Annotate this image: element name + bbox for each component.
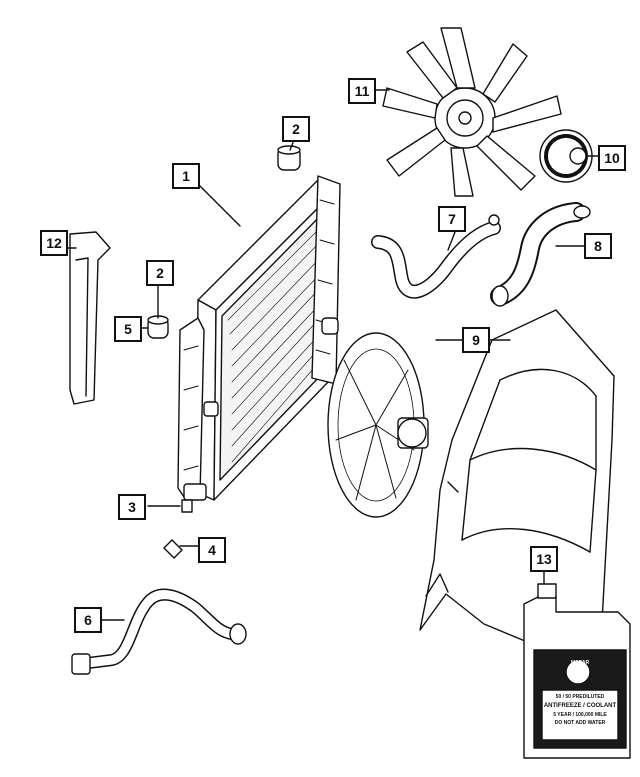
callout-5: 5: [114, 316, 142, 342]
callout-6: 6: [74, 607, 102, 633]
insulator-upper: [277, 139, 301, 171]
fan-drive: [539, 129, 601, 183]
callout-4: 4: [198, 537, 226, 563]
callout-2-lower: 2: [146, 260, 174, 286]
sensor: [163, 539, 199, 559]
insulator-lower: [141, 283, 169, 339]
jug-line-1: 50 / 50 PREDILUTED: [556, 694, 605, 700]
upper-hose: [371, 214, 501, 299]
callout-1: 1: [172, 163, 200, 189]
drain-cock: [147, 499, 193, 513]
callout-12: 12: [40, 230, 68, 256]
air-seal: [67, 231, 111, 405]
callout-10: 10: [598, 145, 626, 171]
fan-blade: [374, 27, 562, 197]
fan-shroud: [419, 309, 615, 659]
callout-9: 9: [462, 327, 490, 353]
callout-3: 3: [118, 494, 146, 520]
jug-line-3: 5 YEAR / 100,000 MILE: [553, 712, 607, 718]
radiator-hose: [490, 202, 591, 307]
callout-8: 8: [584, 233, 612, 259]
electric-fan: [327, 332, 463, 518]
coolant-jug: [523, 565, 631, 759]
callout-13: 13: [530, 546, 558, 572]
jug-line-4: DO NOT ADD WATER: [555, 720, 606, 726]
callout-11: 11: [348, 78, 376, 104]
lower-hose: [71, 588, 247, 675]
jug-brand: MOPAR: [571, 660, 590, 666]
jug-line-2: ANTIFREEZE / COOLANT: [544, 703, 617, 709]
radiator: [177, 175, 341, 501]
callout-2-upper: 2: [282, 116, 310, 142]
callout-7: 7: [438, 206, 466, 232]
